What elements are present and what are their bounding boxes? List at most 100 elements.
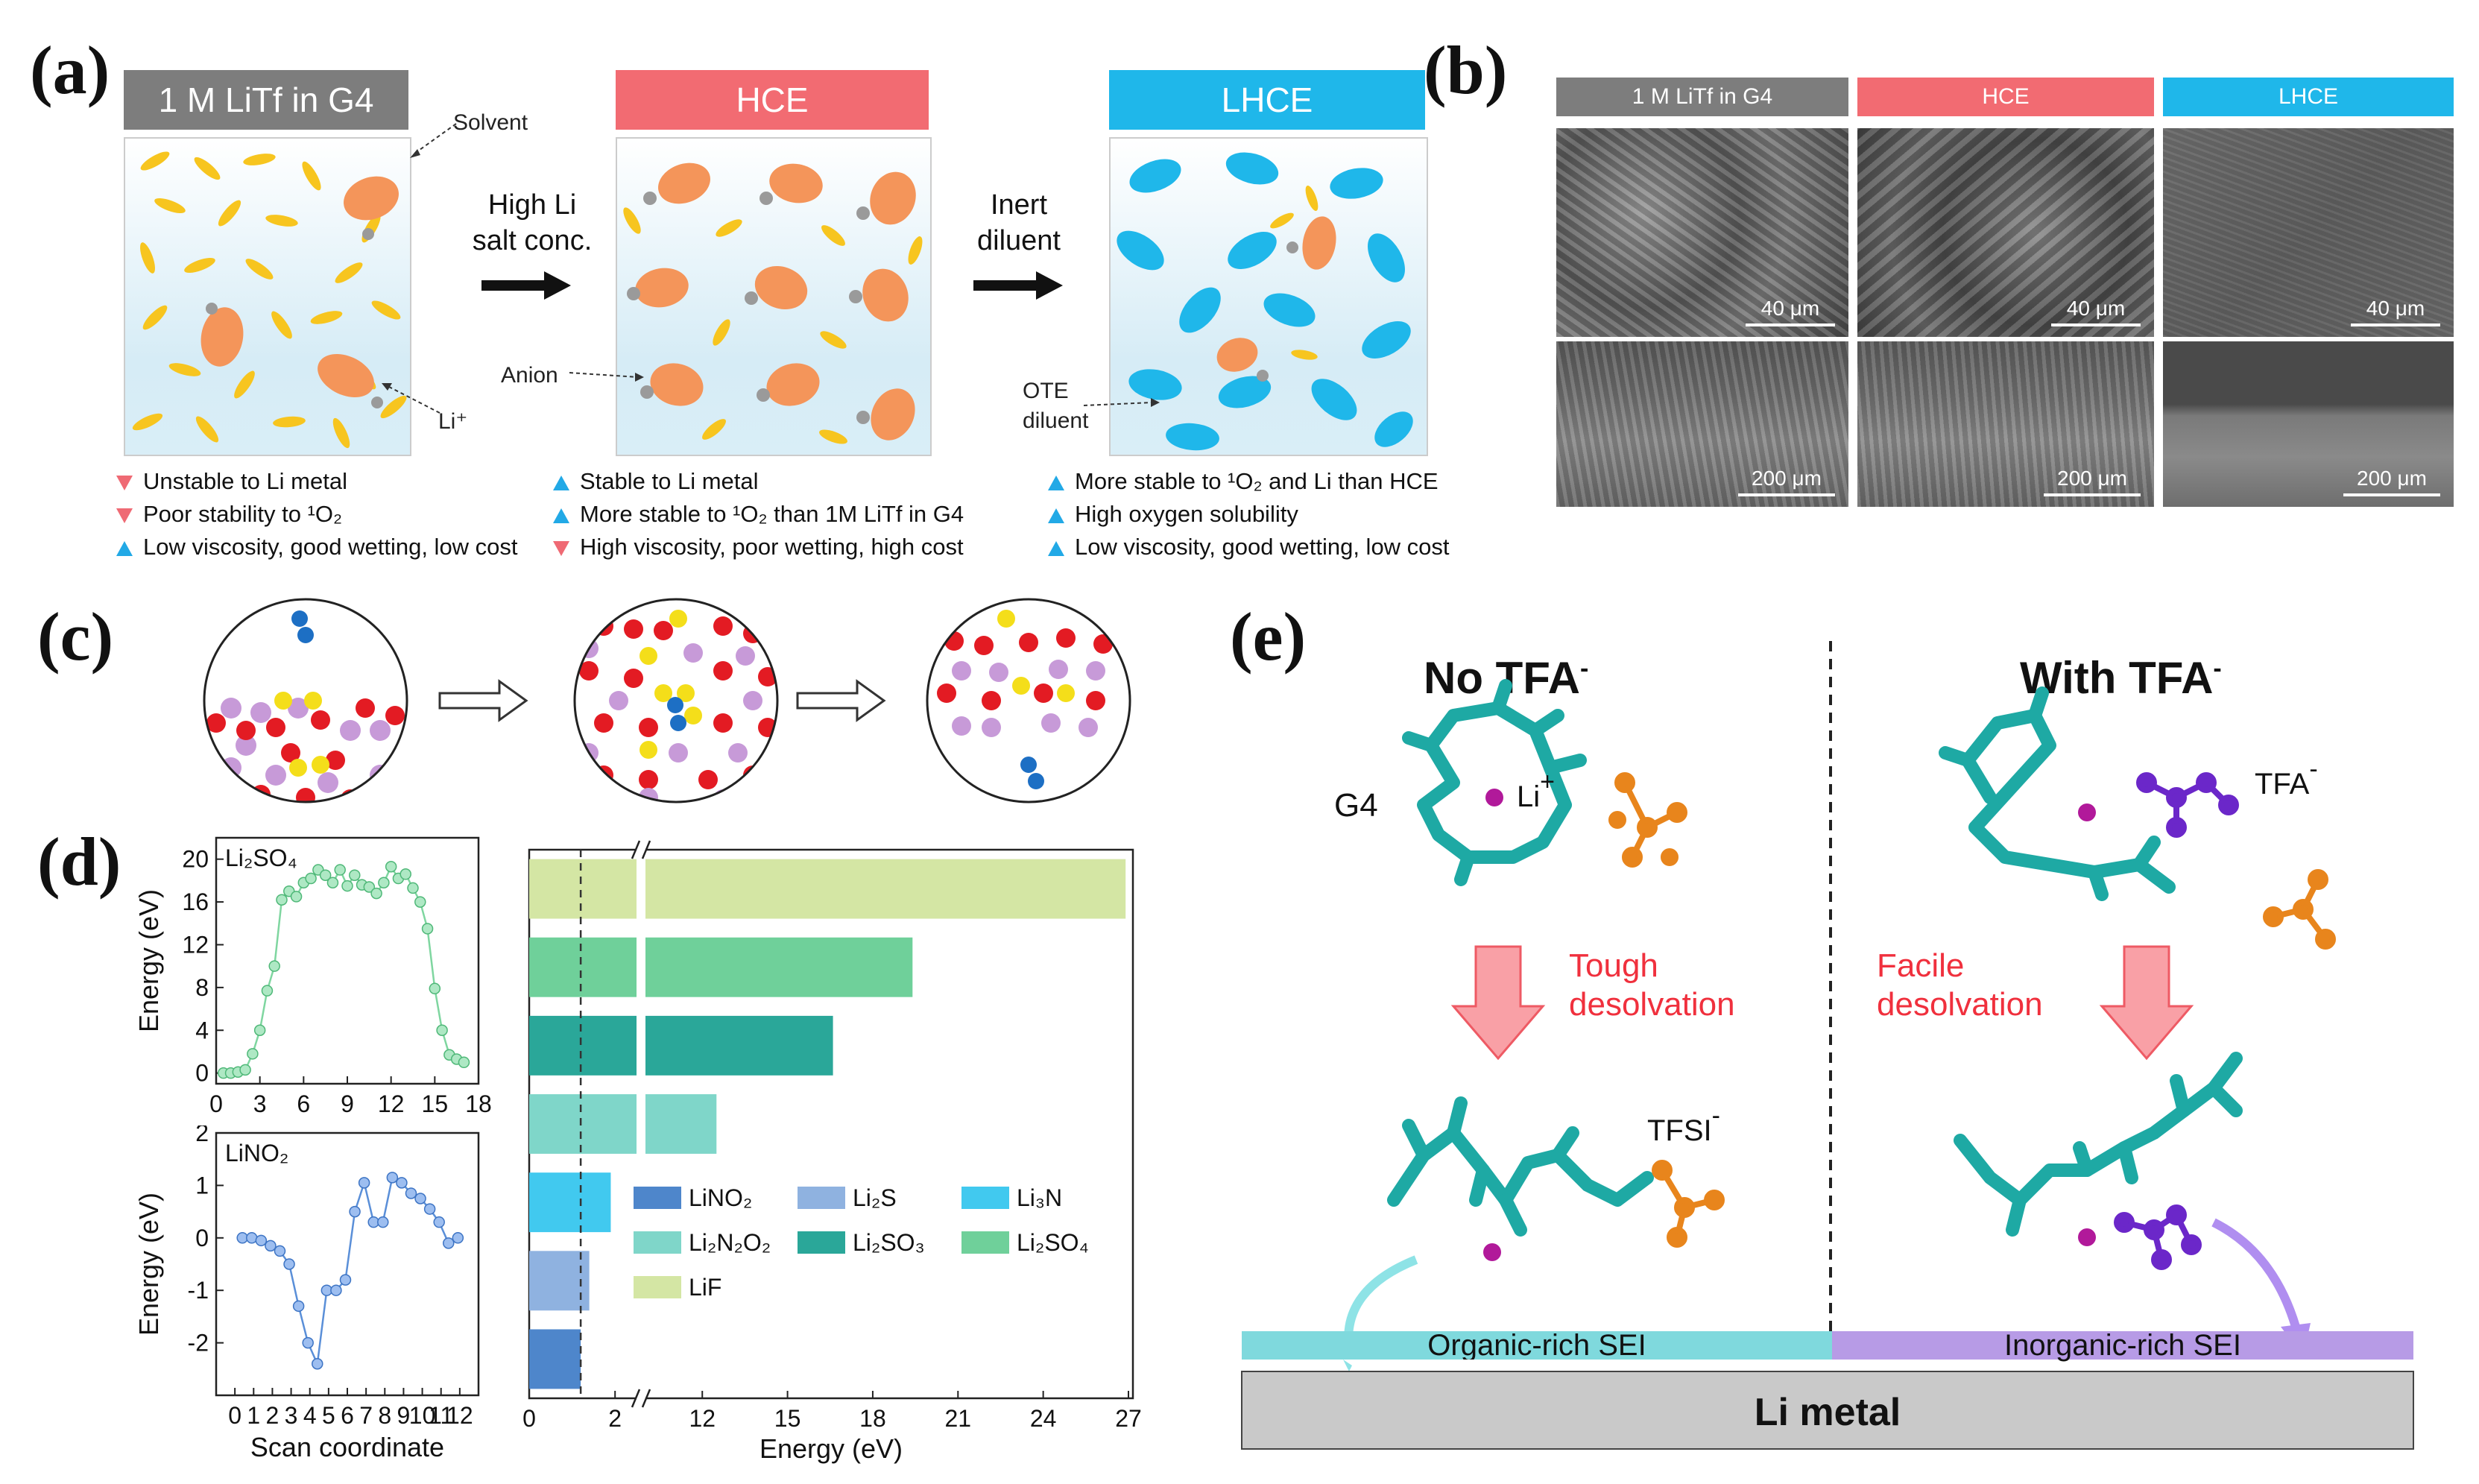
bar bbox=[529, 1172, 611, 1233]
data-point bbox=[276, 894, 288, 906]
with-tfa-title: With TFA- bbox=[2020, 653, 2222, 703]
down-triangle-icon bbox=[553, 540, 569, 556]
bar bbox=[529, 1094, 637, 1154]
arrow1-line1: High Li bbox=[487, 189, 577, 221]
x-axis-label: Scan coordinate bbox=[250, 1432, 444, 1462]
y-tick-label: -2 bbox=[188, 1330, 209, 1357]
up-triangle-icon bbox=[1048, 475, 1064, 490]
y-tick-label: 0 bbox=[195, 1060, 209, 1087]
legend-label: LiNO₂ bbox=[689, 1184, 752, 1211]
g4-chain-right bbox=[1939, 686, 2176, 901]
data-point bbox=[326, 877, 339, 889]
x-tick-label: 7 bbox=[359, 1402, 373, 1429]
x-tick-label: 4 bbox=[303, 1402, 317, 1429]
up-triangle-icon bbox=[553, 508, 569, 523]
y-tick-label: 12 bbox=[182, 931, 209, 958]
sem-bottom-lhce: 200 μm bbox=[2163, 341, 2454, 507]
sem-bottom-hce: 200 μm bbox=[1857, 341, 2154, 507]
axis-break-mark bbox=[641, 1389, 651, 1408]
scale-text: 40 μm bbox=[1760, 297, 1820, 320]
desolvation-label-left: desolvation bbox=[1569, 986, 1735, 1023]
x-tick-label: 21 bbox=[944, 1405, 971, 1432]
scale-bar: 40 μm bbox=[2351, 297, 2440, 326]
scale-bar: 40 μm bbox=[1746, 297, 1835, 326]
legend-label: Li₃N bbox=[1017, 1184, 1062, 1211]
x-tick-label: 9 bbox=[397, 1402, 411, 1429]
data-point bbox=[253, 1024, 266, 1037]
down-triangle-icon bbox=[116, 475, 133, 490]
li-ion-left bbox=[1485, 789, 1503, 806]
data-point bbox=[396, 1177, 408, 1189]
tfa-anion-after bbox=[2114, 1204, 2202, 1270]
sem-top-dilute: 40 μm bbox=[1556, 128, 1848, 337]
anion-label: Anion bbox=[501, 363, 558, 388]
x-tick-label: 15 bbox=[774, 1405, 801, 1432]
arrow1-text: High Li salt conc. bbox=[458, 188, 607, 259]
ote-pointer bbox=[1083, 398, 1160, 407]
y-tick-label: 1 bbox=[195, 1172, 209, 1199]
data-point bbox=[400, 868, 411, 880]
hce-molecules-illustration bbox=[623, 162, 923, 444]
li-ion-right bbox=[2078, 803, 2096, 821]
y-axis-label: Energy (eV) bbox=[133, 1193, 164, 1336]
arrow2-line2: diluent bbox=[977, 224, 1061, 256]
data-point bbox=[283, 1258, 295, 1270]
data-point bbox=[452, 1232, 464, 1244]
caption-text: High oxygen solubility bbox=[1075, 501, 1298, 527]
data-point bbox=[385, 860, 397, 873]
caption-text: High viscosity, poor wetting, high cost bbox=[580, 534, 964, 560]
bar bbox=[529, 859, 637, 919]
caption-text: Unstable to Li metal bbox=[143, 468, 347, 494]
legend-swatch bbox=[961, 1231, 1009, 1254]
x-tick-label: 15 bbox=[422, 1090, 449, 1117]
tfsi-anion-right bbox=[2263, 869, 2336, 950]
x-tick-label: 2 bbox=[266, 1402, 280, 1429]
x-tick-label: 0 bbox=[228, 1402, 241, 1429]
data-point bbox=[405, 1187, 417, 1199]
x-tick-label: 8 bbox=[378, 1402, 391, 1429]
scale-bar: 200 μm bbox=[2343, 467, 2440, 496]
data-point bbox=[247, 1048, 259, 1060]
arrow1-line2: salt conc. bbox=[472, 224, 593, 256]
anion-pointer bbox=[569, 372, 644, 382]
panel-label-e: (e) bbox=[1230, 599, 1307, 675]
data-point bbox=[274, 1245, 286, 1257]
g4-chain-left-after bbox=[1387, 1096, 1654, 1237]
chart-title: Li₂SO₄ bbox=[225, 844, 297, 871]
arrow2-icon bbox=[973, 271, 1063, 300]
arrow1-icon bbox=[481, 271, 571, 300]
data-point bbox=[261, 985, 274, 997]
caption-hce-3: High viscosity, poor wetting, high cost bbox=[553, 535, 964, 558]
tfa-label: TFA- bbox=[2255, 755, 2318, 801]
li-metal-label: Li metal bbox=[1755, 1391, 1901, 1434]
y-tick-label: 16 bbox=[182, 888, 209, 915]
bar bbox=[645, 1015, 833, 1076]
x-tick-label: 18 bbox=[465, 1090, 492, 1117]
panel-label-b: (b) bbox=[1424, 32, 1508, 108]
arrow2-line1: Inert bbox=[990, 189, 1048, 221]
caption-text: Poor stability to ¹O₂ bbox=[143, 501, 343, 527]
legend-swatch bbox=[798, 1187, 845, 1209]
caption-hce-2: More stable to ¹O₂ than 1M LiTf in G4 bbox=[553, 502, 964, 525]
data-point bbox=[305, 872, 317, 885]
g4-chain-left bbox=[1402, 679, 1587, 886]
solvent-pointer bbox=[410, 123, 457, 158]
legend-swatch bbox=[961, 1187, 1009, 1209]
x-axis-label: Energy (eV) bbox=[760, 1433, 903, 1464]
data-point bbox=[341, 880, 353, 892]
sem-header-litf-g4: 1 M LiTf in G4 bbox=[1556, 78, 1848, 116]
sem-bottom-dilute: 200 μm bbox=[1556, 341, 1848, 507]
axis-break-mark bbox=[631, 840, 641, 859]
data-point bbox=[239, 1064, 251, 1076]
bar bbox=[645, 937, 913, 997]
data-point bbox=[292, 1300, 305, 1313]
caption-lhce-3: Low viscosity, good wetting, low cost bbox=[1048, 535, 1450, 558]
caption-text: More stable to ¹O₂ and Li than HCE bbox=[1075, 468, 1439, 494]
x-tick-label: 24 bbox=[1030, 1405, 1057, 1432]
x-tick-label: 10 bbox=[409, 1402, 436, 1429]
scale-bar: 200 μm bbox=[1738, 467, 1835, 496]
bar bbox=[645, 1094, 717, 1154]
scale-text: 40 μm bbox=[2066, 297, 2126, 320]
data-point bbox=[246, 1232, 258, 1244]
x-tick-label: 5 bbox=[322, 1402, 335, 1429]
